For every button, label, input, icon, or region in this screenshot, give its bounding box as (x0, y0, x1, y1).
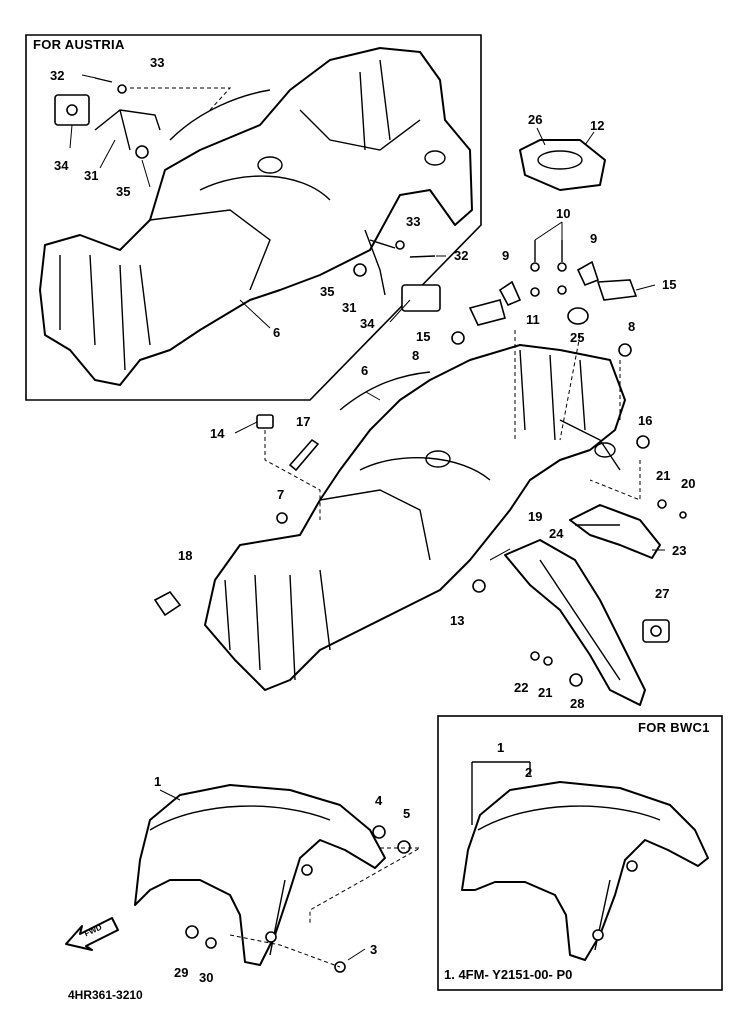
callout: 26 (528, 112, 542, 127)
callout: 34 (360, 316, 375, 331)
callout: 11 (526, 312, 540, 327)
callout: 14 (210, 426, 225, 441)
callout: 1 (497, 740, 504, 755)
rear-fender-main (204, 344, 626, 691)
callout: 20 (681, 476, 695, 491)
callout: 29 (174, 965, 188, 980)
fwd-arrow-icon (65, 917, 119, 951)
callout: 35 (320, 284, 334, 299)
austria-frame-label: FOR AUSTRIA (33, 37, 125, 52)
callout: 31 (84, 168, 98, 183)
license-light-parts (451, 139, 638, 357)
callout: 8 (628, 319, 635, 334)
callout: 10 (556, 206, 570, 221)
callout: 33 (150, 55, 164, 70)
main-hardware (153, 414, 687, 687)
callout: 6 (361, 363, 368, 378)
callout: 6 (273, 325, 280, 340)
callout: 21 (538, 685, 552, 700)
drawing-code: 4HR361-3210 (68, 988, 143, 1002)
bwc1-frame-label: FOR BWC1 (638, 720, 710, 735)
callout: 35 (116, 184, 130, 199)
front-fender (134, 784, 386, 966)
callout: 24 (549, 526, 564, 541)
austria-hardware (54, 77, 441, 312)
callout: 27 (655, 586, 669, 601)
rear-fender-austria (39, 47, 473, 386)
callout: 23 (672, 543, 686, 558)
austria-frame (25, 34, 482, 401)
callout: 30 (199, 970, 213, 985)
callout: 9 (590, 231, 597, 246)
callout: 15 (662, 277, 676, 292)
callout: 33 (406, 214, 420, 229)
flap-23 (569, 504, 661, 559)
callout: 25 (570, 330, 584, 345)
callout: 15 (416, 329, 430, 344)
callout: 2 (525, 765, 532, 780)
callout: 13 (450, 613, 464, 628)
front-fender-bwc1 (461, 781, 709, 961)
bwc1-frame (437, 715, 723, 991)
callout: 32 (50, 68, 64, 83)
callout: 1 (154, 774, 161, 789)
callout: 18 (178, 548, 192, 563)
callout: 21 (656, 468, 670, 483)
callout: 9 (502, 248, 509, 263)
callout: 7 (277, 487, 284, 502)
bwc1-part-note: 1. 4FM- Y2151-00- P0 (444, 967, 573, 982)
callout: 34 (54, 158, 69, 173)
callout: 3 (370, 942, 377, 957)
callout: 16 (638, 413, 652, 428)
callout: 19 (528, 509, 542, 524)
leader-lines (130, 87, 641, 968)
callout-leaders (69, 74, 665, 961)
callout: 32 (454, 248, 468, 263)
callout: 12 (590, 118, 604, 133)
callout: 22 (514, 680, 528, 695)
callout: 4 (375, 793, 383, 808)
callout: 28 (570, 696, 584, 711)
callout: 17 (296, 414, 310, 429)
callout: 8 (412, 348, 419, 363)
callout-numbers: 33 32 34 31 35 6 33 32 35 31 34 26 12 10… (50, 55, 695, 985)
callout: 31 (342, 300, 356, 315)
callout: 5 (403, 806, 410, 821)
